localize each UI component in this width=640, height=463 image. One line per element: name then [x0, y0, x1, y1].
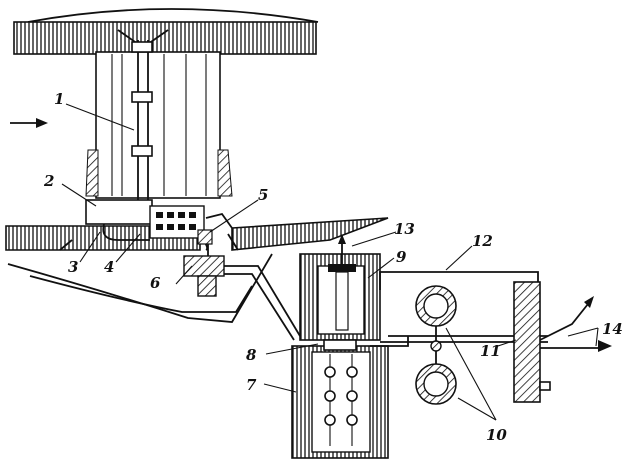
label-10: 10: [486, 426, 507, 444]
element-6: [183, 244, 301, 341]
label-6: 6: [150, 274, 161, 292]
lower-belt: [7, 253, 273, 323]
label-5: 5: [258, 186, 268, 204]
label-14: 14: [602, 320, 623, 338]
label-2: 2: [43, 172, 54, 190]
label-12: 12: [472, 232, 493, 250]
chamber-9: [299, 234, 381, 341]
inlet-arrow: [10, 118, 48, 128]
chamber-7: [291, 339, 389, 459]
rollers-10: [415, 285, 457, 405]
label-8: 8: [246, 346, 257, 364]
leader-lines: [61, 103, 599, 421]
label-11: 11: [480, 342, 501, 360]
label-13: 13: [394, 220, 415, 238]
label-4: 4: [104, 258, 114, 276]
middle-wing: [5, 199, 389, 251]
label-3: 3: [68, 258, 78, 276]
label-1: 1: [54, 90, 64, 108]
element-11: [513, 281, 551, 403]
callout-labels: 1 2 3 4 5 6 7 8 9 10 11 12 13 14: [43, 90, 623, 444]
outlet-arrows-14: [539, 296, 612, 352]
label-9: 9: [396, 248, 407, 266]
label-7: 7: [246, 376, 257, 394]
